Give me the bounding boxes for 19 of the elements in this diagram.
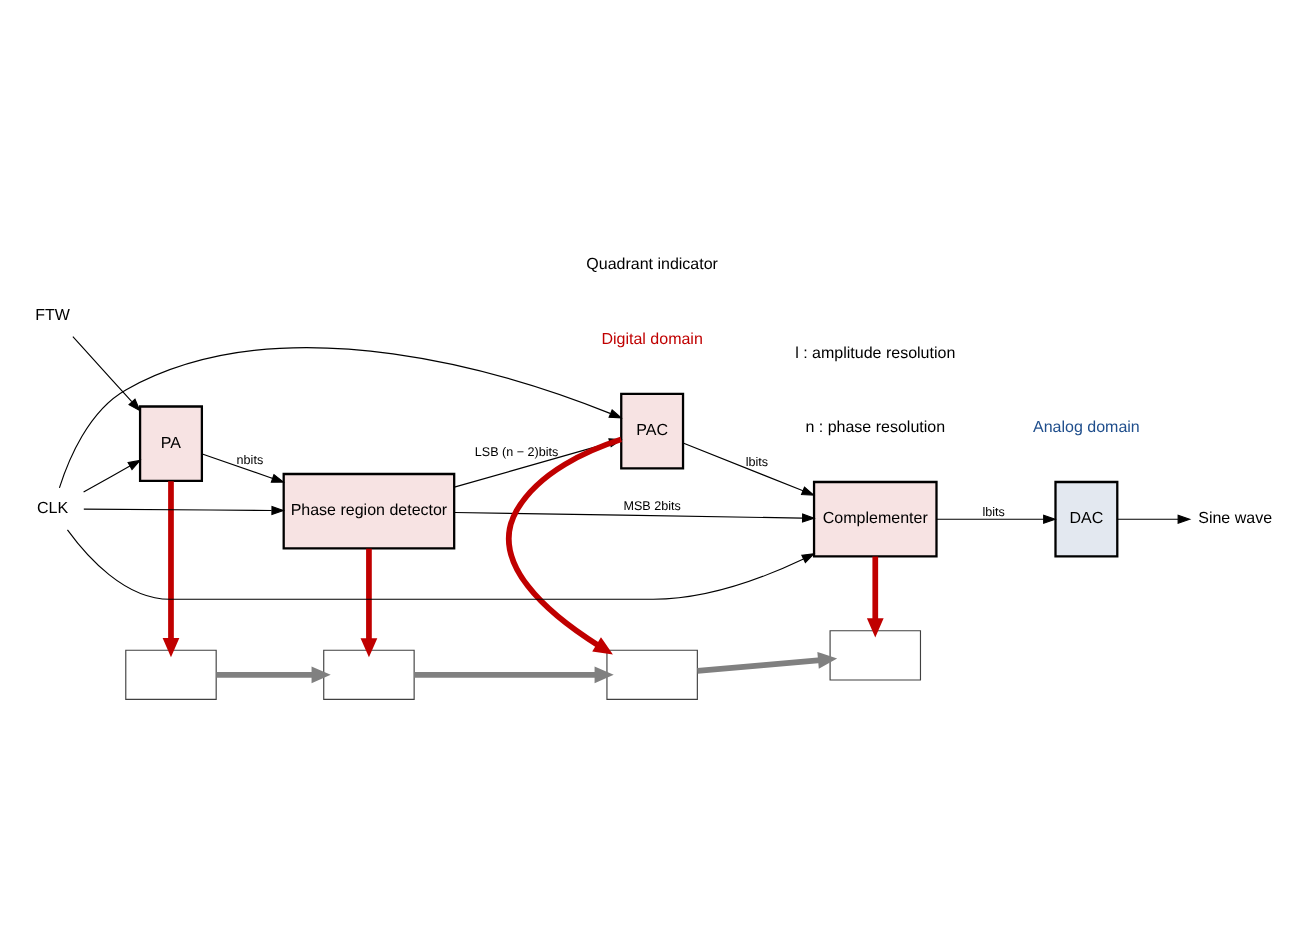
arrow [453,511,816,523]
arrow [72,336,141,412]
node-box [606,649,698,700]
node-box [125,649,217,700]
arrow [866,556,884,638]
arrow [216,666,331,684]
arrow [682,442,816,496]
arrow [414,666,614,684]
arrow [201,453,286,483]
arrow [360,548,378,658]
arrow [697,651,838,674]
arrow [83,505,286,516]
node-box [323,649,415,700]
node-box [829,630,922,681]
arrow [1116,514,1192,524]
arrow [66,529,816,600]
arrow [83,459,142,493]
arrow [936,514,1057,524]
arrow [162,481,180,658]
